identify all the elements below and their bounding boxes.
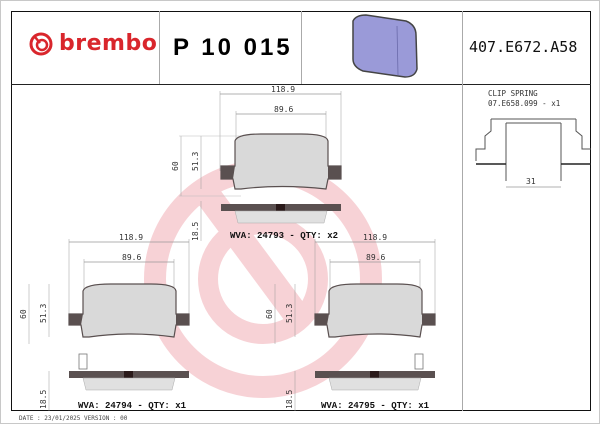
date-version: DATE : 23/01/2025 VERSION : 00 (19, 415, 128, 422)
brembo-logo-icon (29, 32, 53, 55)
clip-spring-code: 07.E658.099 - x1 (488, 99, 561, 108)
right-column-divider (462, 11, 463, 411)
brand-logo: brembo (29, 31, 157, 56)
svg-text:51.3: 51.3 (191, 152, 200, 171)
pad-3-drawing: 118.9 89.6 60 51.3 18.5 (265, 233, 436, 411)
svg-text:18.5: 18.5 (191, 222, 200, 241)
svg-text:89.6: 89.6 (366, 253, 385, 262)
svg-text:18.5: 18.5 (285, 390, 294, 409)
header-divider (11, 84, 591, 85)
clip-spring-label: CLIP SPRING 07.E658.099 - x1 (488, 89, 560, 109)
svg-text:60: 60 (171, 161, 180, 171)
svg-text:118.9: 118.9 (119, 233, 143, 242)
svg-text:31: 31 (526, 177, 536, 186)
wva-label-pad-3: WVA: 24795 - QTY: x1 (321, 401, 430, 411)
reference-code: 407.E672.A58 (469, 38, 578, 56)
pad-2-drawing: 118.9 89.6 60 51.3 18.5 (19, 233, 190, 411)
svg-text:18.5: 18.5 (39, 390, 48, 409)
wva-label-pad-2: WVA: 24794 - QTY: x1 (78, 401, 187, 411)
header-divider-2 (301, 11, 302, 84)
svg-text:60: 60 (19, 309, 28, 319)
svg-text:89.6: 89.6 (274, 105, 293, 114)
svg-text:51.3: 51.3 (39, 304, 48, 323)
header-divider-1 (159, 11, 160, 84)
clip-spring-drawing: 31 (475, 118, 591, 188)
svg-text:51.3: 51.3 (285, 304, 294, 323)
pad-1-drawing: 118.9 89.6 60 51.3 18.5 (171, 85, 342, 241)
wva-label-pad-1: WVA: 24793 - QTY: x2 (230, 231, 339, 241)
svg-text:60: 60 (265, 309, 274, 319)
svg-text:89.6: 89.6 (122, 253, 141, 262)
svg-text:118.9: 118.9 (271, 85, 295, 94)
part-number: P 10 015 (173, 34, 293, 61)
brembo-watermark-icon (144, 160, 382, 398)
svg-text:118.9: 118.9 (363, 233, 387, 242)
brake-pad-image (352, 14, 418, 78)
brand-name: brembo (59, 31, 158, 56)
clip-spring-title: CLIP SPRING (488, 89, 538, 98)
